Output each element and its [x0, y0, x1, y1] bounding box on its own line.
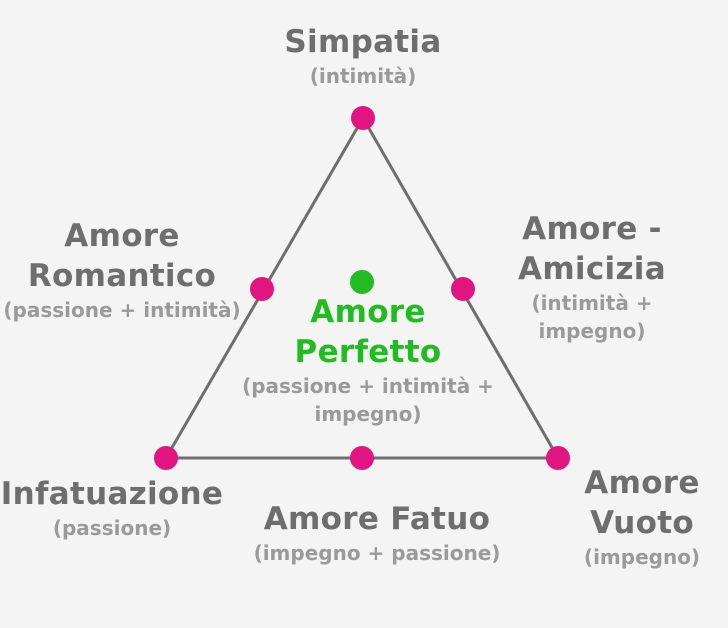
label-title: Amore Fatuo: [263, 501, 491, 537]
label-subtitle: (impegno): [583, 545, 701, 569]
label-amore-fatuo: Amore Fatuo (impegno + passione): [240, 499, 514, 567]
label-amore-amicizia: Amore - Amicizia (intimità + impegno): [508, 209, 676, 345]
label-title: Infatuazione: [0, 476, 224, 512]
label-amore-vuoto: Amore Vuoto (impegno): [572, 463, 712, 571]
node-top: [351, 106, 375, 130]
label-title: Amore Romantico: [27, 218, 217, 294]
label-title: Simpatia: [284, 24, 442, 60]
node-bottom-mid: [350, 446, 374, 470]
label-title: Amore - Amicizia: [518, 211, 666, 287]
node-right-mid: [451, 277, 475, 301]
label-subtitle: (passione): [52, 516, 172, 540]
label-infatuazione: Infatuazione (passione): [0, 474, 224, 542]
label-subtitle: (intimità): [309, 64, 417, 88]
node-bottom-left: [154, 446, 178, 470]
node-center: [350, 270, 374, 294]
label-title: Amore Perfetto: [294, 294, 442, 370]
label-amore-perfetto: Amore Perfetto (passione + intimità + im…: [232, 292, 504, 428]
node-bottom-right: [546, 446, 570, 470]
label-simpatia: Simpatia (intimità): [261, 22, 465, 90]
label-title: Amore Vuoto: [584, 465, 700, 541]
label-amore-romantico: Amore Romantico (passione + intimità): [0, 216, 244, 324]
label-subtitle: (passione + intimità): [3, 298, 241, 322]
label-subtitle: (impegno + passione): [253, 541, 501, 565]
label-subtitle: (passione + intimità + impegno): [242, 374, 494, 426]
node-left-mid: [250, 277, 274, 301]
label-subtitle: (intimità + impegno): [531, 291, 653, 343]
